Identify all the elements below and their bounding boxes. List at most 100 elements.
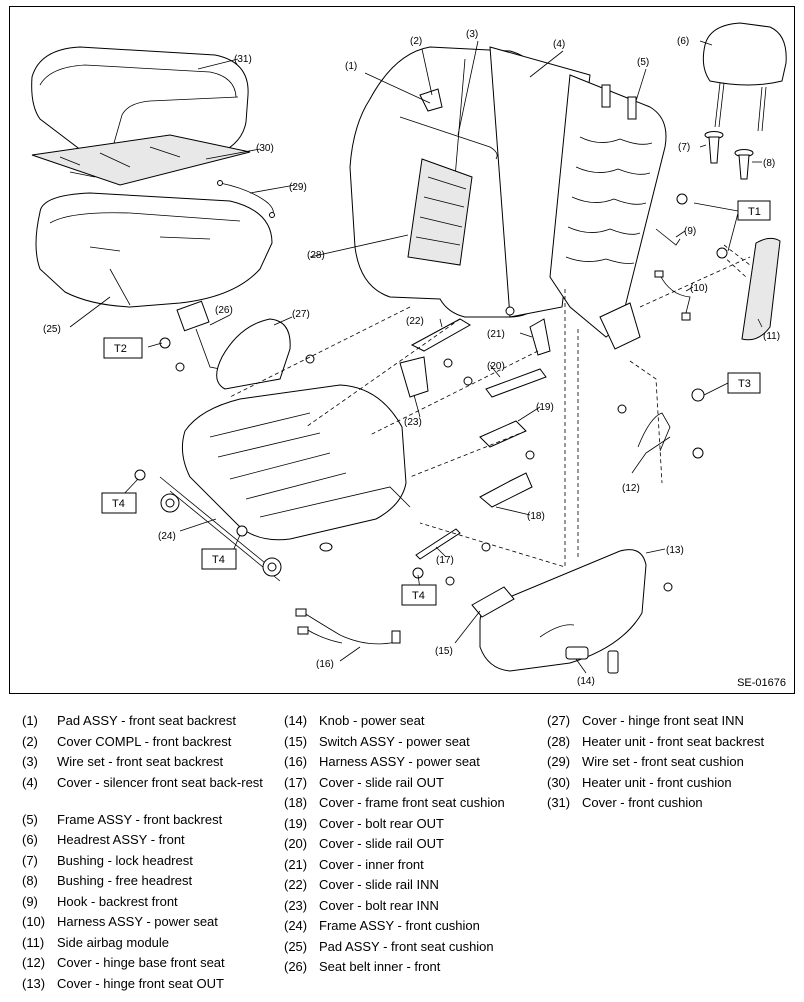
- svg-text:T3: T3: [738, 378, 751, 390]
- slide-rail-cover-out-17: [415, 528, 461, 560]
- legend-item-label: Wire set - front seat cushion: [582, 754, 744, 769]
- front-cushion-wire-set: [217, 180, 275, 218]
- svg-text:T4: T4: [212, 554, 225, 566]
- legend-item-label: Cover - silencer front seat back-rest: [57, 774, 263, 790]
- parts-legend: (1) Pad ASSY - front seat backrest (2) Cove…: [0, 710, 804, 1002]
- callout-18: (18): [527, 511, 545, 522]
- legend-item-number: (22): [284, 877, 308, 892]
- svg-text:T1: T1: [748, 206, 761, 218]
- legend-item-number: (1): [22, 713, 38, 728]
- torque-label-t3: T3: [727, 372, 761, 394]
- torque-label-t1: T1: [737, 200, 771, 221]
- svg-text:T4: T4: [412, 590, 425, 602]
- legend-item-number: (17): [284, 774, 308, 790]
- callout-26: (26): [215, 305, 233, 316]
- legend-item-label: Hook - backrest front: [57, 893, 178, 909]
- lock-headrest-bushing: [704, 131, 724, 164]
- legend-item-label: Heater unit - front cushion: [582, 774, 732, 790]
- legend-item-number: (6): [22, 832, 38, 847]
- legend-item-number: (4): [22, 774, 38, 790]
- callout-2: (2): [410, 36, 422, 47]
- legend-item-number: (18): [284, 795, 308, 810]
- front-cushion-frame: [159, 384, 411, 582]
- callout-3: (3): [466, 29, 478, 40]
- legend-item-number: (14): [284, 713, 308, 728]
- front-seat-hinge-base-cover: [637, 412, 671, 454]
- legend-item-label: Switch ASSY - power seat: [319, 733, 470, 749]
- callout-16: (16): [316, 659, 334, 670]
- legend-item-label: Side airbag module: [57, 934, 170, 950]
- callout-30: (30): [256, 143, 274, 154]
- legend-item-number: (26): [284, 959, 308, 974]
- power-seat-harness-backrest: [654, 270, 691, 321]
- legend-item-label: Bushing - lock headrest: [57, 852, 193, 868]
- front-cushion-heater: [31, 134, 251, 186]
- legend-item-number: (2): [22, 733, 38, 749]
- legend-item-number: (31): [547, 795, 571, 810]
- callout-9: (9): [684, 226, 696, 237]
- legend-item-label: Cover - slide rail INN: [319, 877, 439, 892]
- legend-item-number: (20): [284, 836, 308, 851]
- exploded-view-diagram: (1) (2) (3) (4) (5) (6) (7) (8) (9) (10)…: [9, 6, 795, 694]
- legend-item-label: Harness ASSY - power seat: [319, 754, 480, 769]
- callout-21: (21): [487, 329, 505, 340]
- legend-item-label: Cover - frame front seat cushion: [319, 795, 505, 810]
- legend-item-number: (8): [22, 873, 38, 888]
- callout-labels: (1) (2) (3) (4) (5) (6) (7) (8) (9) (10)…: [43, 29, 780, 687]
- callout-8: (8): [763, 158, 775, 169]
- legend-item-number: (28): [547, 733, 571, 749]
- legend-item-label: Pad ASSY - front seat cushion: [319, 938, 494, 954]
- front-seat-hinge-cover-inn: [216, 318, 291, 390]
- power-seat-knob: [565, 646, 619, 674]
- front-seat-cushion-pad: [35, 192, 273, 308]
- leader-lines: [69, 40, 763, 674]
- legend-item-label: Seat belt inner - front: [319, 959, 441, 974]
- legend-item-label: Pad ASSY - front seat backrest: [57, 713, 236, 728]
- callout-29: (29): [289, 182, 307, 193]
- front-headrest: [702, 22, 787, 132]
- front-seat-cushion-frame-cover: [479, 472, 533, 508]
- torque-label-t2: T2: [103, 337, 143, 359]
- legend-item-label: Headrest ASSY - front: [57, 832, 185, 847]
- legend-item-number: (9): [22, 893, 38, 909]
- inner-front-cover: [529, 318, 551, 356]
- callout-27: (27): [292, 309, 310, 320]
- legend-item-label: Cover - hinge front seat OUT: [57, 975, 224, 991]
- callout-15: (15): [435, 646, 453, 657]
- side-airbag-module: [721, 237, 781, 341]
- legend-item-label: Cover - hinge base front seat: [57, 955, 225, 970]
- callout-19: (19): [536, 402, 554, 413]
- legend-item-label: Frame ASSY - front cushion: [319, 918, 480, 933]
- callout-28: (28): [307, 250, 325, 261]
- figure-id: SE-01676: [737, 677, 786, 689]
- legend-item-label: Cover - hinge front seat INN: [582, 713, 744, 728]
- svg-text:T2: T2: [114, 343, 127, 355]
- legend-item-number: (29): [547, 754, 571, 769]
- legend-item-label: Heater unit - front seat backrest: [582, 733, 765, 749]
- legend-item-number: (27): [547, 713, 571, 728]
- assembly-lines: [229, 256, 751, 568]
- legend-item-number: (3): [22, 754, 38, 769]
- callout-20: (20): [487, 361, 505, 372]
- callout-22: (22): [406, 316, 424, 327]
- nut: [716, 247, 728, 259]
- legend-item-label: Cover - front cushion: [582, 795, 703, 810]
- svg-text:T4: T4: [112, 498, 125, 510]
- legend-item-label: Knob - power seat: [319, 713, 425, 728]
- diagram-canvas: (1) (2) (3) (4) (5) (6) (7) (8) (9) (10)…: [31, 22, 787, 687]
- front-backrest-frame: [549, 74, 667, 350]
- callout-7: (7): [678, 142, 690, 153]
- legend-item-label: Cover - inner front: [319, 856, 424, 872]
- legend-item-number: (11): [22, 934, 45, 950]
- legend-item-number: (25): [284, 938, 308, 954]
- power-seat-harness: [295, 608, 401, 645]
- callout-14: (14): [577, 676, 595, 687]
- callout-10: (10): [690, 283, 708, 294]
- legend-item-number: (30): [547, 774, 571, 790]
- callout-13: (13): [666, 545, 684, 556]
- front-seat-hinge-cover-out: [479, 549, 647, 672]
- legend-item-number: (10): [22, 914, 46, 929]
- callout-17: (17): [436, 555, 454, 566]
- callout-11: (11): [763, 331, 780, 342]
- backrest-heater-unit: [407, 158, 473, 266]
